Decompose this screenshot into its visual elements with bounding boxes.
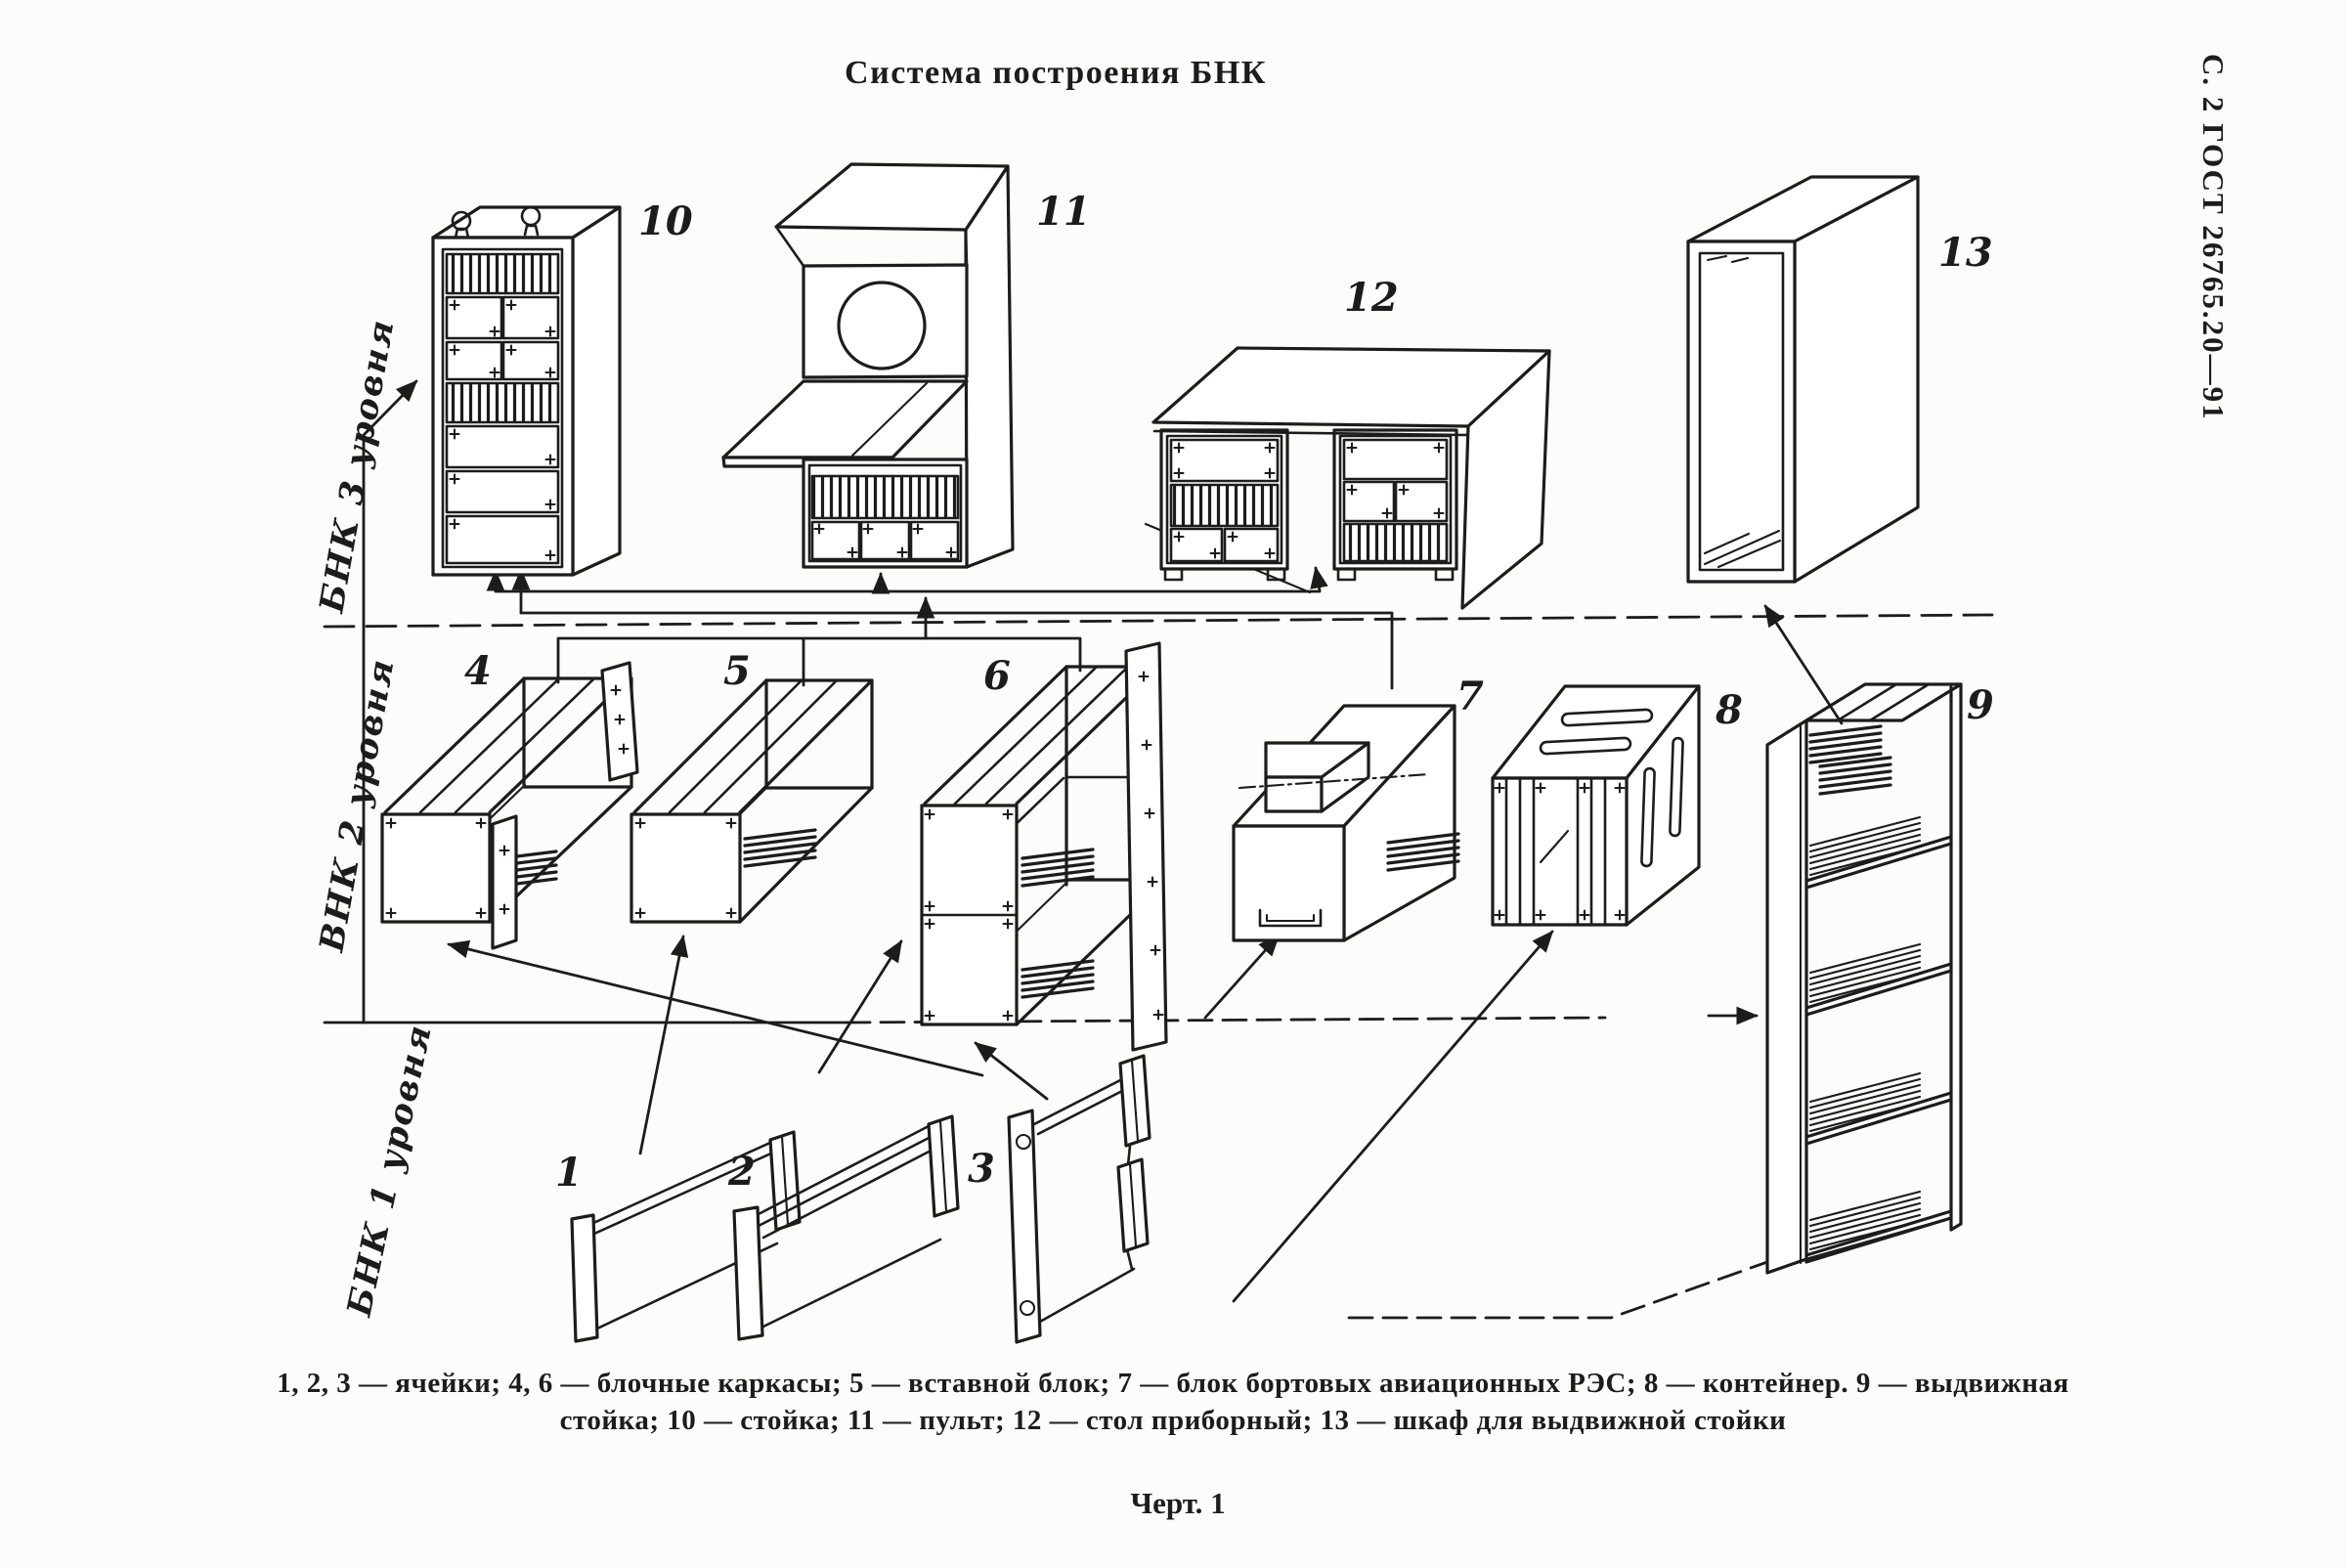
callout-2: 2 (727, 1149, 756, 1195)
item-5-insert-block (630, 678, 874, 924)
figure-legend: 1, 2, 3 — ячейки; 4, 6 — блочные каркасы… (137, 1365, 2209, 1439)
callout-numbers: 1 2 3 4 5 6 7 8 9 10 11 12 13 (464, 189, 1994, 1196)
callout-9: 9 (1967, 682, 1994, 728)
cell-to-frame-arrows (447, 604, 1844, 1303)
level-1-label: БНК 1 уровня (339, 1021, 440, 1321)
item-11-console (721, 162, 1015, 569)
figure-title: Система построения БНК (845, 55, 1267, 91)
callout-13: 13 (1938, 230, 1993, 276)
callout-3: 3 (968, 1146, 995, 1192)
item-2-cell (732, 1114, 960, 1341)
item-8-container (1491, 684, 1701, 927)
item-7-avionics-unit (1232, 704, 1460, 942)
assembly-connector-lines (486, 566, 1394, 690)
item-13-wardrobe-case (1686, 175, 1920, 584)
callout-10: 10 (638, 198, 693, 244)
level-3-label: БНК 3 уровня (312, 316, 402, 617)
legend-line-2: стойка; 10 — стойка; 11 — пульт; 12 — ст… (559, 1405, 1787, 1436)
callout-12: 12 (1344, 275, 1399, 321)
figure-number-caption: Черт. 1 (1130, 1486, 1226, 1520)
callout-4: 4 (464, 648, 492, 694)
item-9-pullout-rack (1765, 682, 1963, 1275)
item-12-instrument-table (1144, 346, 1551, 610)
item-6-block-frame-tall (920, 641, 1168, 1052)
callout-7: 7 (1456, 674, 1484, 719)
callout-11: 11 (1036, 189, 1091, 235)
callout-8: 8 (1715, 687, 1743, 733)
callout-1: 1 (555, 1150, 583, 1196)
callout-6: 6 (983, 653, 1011, 699)
legend-line-1: 1, 2, 3 — ячейки; 4, 6 — блочные каркасы… (277, 1368, 2069, 1399)
callout-5: 5 (723, 648, 751, 694)
item-4-block-frame (380, 661, 639, 950)
item-10-rack-cabinet (431, 205, 622, 577)
item-3-cell (1007, 1054, 1151, 1344)
